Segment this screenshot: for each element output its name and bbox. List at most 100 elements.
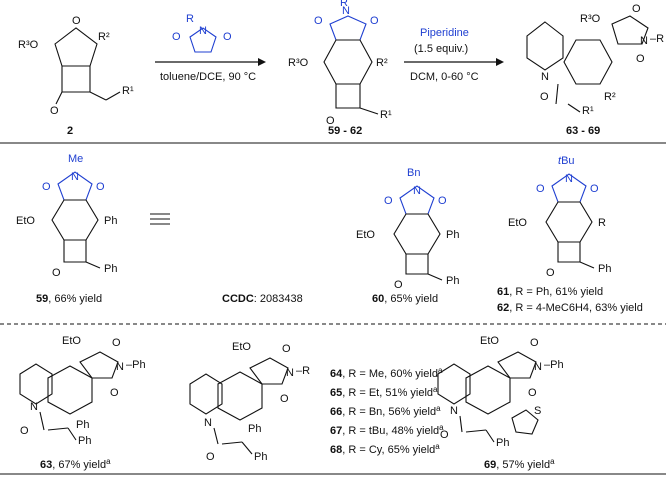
svg-text:–Ph: –Ph — [126, 359, 146, 371]
conditions-1: toluene/DCE, 90 °C — [160, 71, 256, 83]
c62-label: 62 — [497, 302, 509, 314]
ccdc-prefix: CCDC — [222, 293, 254, 305]
c61-label: 61 — [497, 286, 509, 298]
list-item-footnote: a — [439, 423, 444, 432]
svg-text:O: O — [536, 183, 545, 195]
svg-text:O: O — [440, 429, 449, 441]
svg-text:R²: R² — [98, 31, 110, 43]
c63-footnote: a — [106, 457, 111, 466]
list-item-66: 66, R = Bn, 56% yielda — [330, 404, 441, 419]
compound-69-structure: EtO O N –Ph O N O Ph S — [437, 335, 564, 449]
list-item-footnote: a — [433, 385, 438, 394]
svg-text:R: R — [340, 0, 348, 9]
svg-text:N: N — [30, 401, 38, 413]
list-item-64: 64, R = Me, 60% yielda — [330, 366, 443, 381]
compound-64-68-structure: EtO O N –R O N O Ph Ph — [189, 341, 310, 463]
intermediate-label: 59 - 62 — [328, 125, 362, 137]
svg-text:O: O — [96, 181, 105, 193]
svg-text:N: N — [286, 367, 294, 379]
svg-text:O: O — [540, 91, 549, 103]
c59-yield: , 66% yield — [48, 293, 102, 305]
svg-text:Ph: Ph — [598, 263, 611, 275]
svg-text:O: O — [50, 105, 59, 117]
svg-text:R¹: R¹ — [122, 85, 134, 97]
svg-text:O: O — [632, 3, 641, 15]
product-structure: N R³O O N –R O R² O R¹ — [526, 3, 664, 117]
svg-text:R³O: R³O — [18, 39, 39, 51]
compound-61-62-structure: tBu N O O EtO R O Ph — [508, 155, 611, 279]
svg-text:R¹: R¹ — [582, 105, 594, 117]
list-item-label: 67 — [330, 425, 342, 437]
c63-label: 63 — [40, 459, 52, 471]
svg-text:O: O — [370, 15, 379, 27]
svg-text:O: O — [528, 387, 537, 399]
svg-text:N: N — [71, 171, 79, 183]
list-item-68: 68, R = Cy, 65% yielda — [330, 442, 440, 457]
svg-text:–Ph: –Ph — [544, 359, 564, 371]
svg-text:O: O — [438, 195, 447, 207]
svg-text:N: N — [116, 361, 124, 373]
c62-text: , R = 4-MeC6H4, 63% yield — [509, 302, 643, 314]
svg-text:O: O — [110, 387, 119, 399]
svg-text:Ph: Ph — [446, 275, 459, 287]
compound-2-label: 2 — [67, 125, 73, 137]
list-item-footnote: a — [435, 442, 440, 451]
list-item-text: , R = Et, 51% yield — [342, 387, 433, 399]
list-item-footnote: a — [436, 404, 441, 413]
svg-text:N: N — [413, 185, 421, 197]
svg-text:R³O: R³O — [288, 57, 309, 69]
svg-text:N: N — [204, 417, 212, 429]
svg-text:O: O — [636, 53, 645, 65]
intermediate-structure: N R O O R³O R² O R¹ — [288, 0, 392, 127]
c69-footnote: a — [550, 457, 555, 466]
svg-text:N: N — [342, 5, 350, 17]
list-item-text: , R = Bn, 56% yield — [342, 406, 436, 418]
conditions-2: DCM, 0-60 °C — [410, 71, 479, 83]
svg-text:Ph: Ph — [254, 451, 267, 463]
svg-text:tBu: tBu — [558, 155, 575, 167]
svg-text:O: O — [384, 195, 393, 207]
list-item-67: 67, R = tBu, 48% yielda — [330, 423, 444, 438]
svg-text:EtO: EtO — [232, 341, 251, 353]
equivalence-symbol — [150, 213, 170, 225]
svg-text:N: N — [534, 361, 542, 373]
c69-caption: 69, 57% yielda — [484, 457, 555, 472]
svg-text:EtO: EtO — [62, 335, 81, 347]
list-item-65: 65, R = Et, 51% yielda — [330, 385, 438, 400]
c60-caption: 60, 65% yield — [372, 293, 438, 305]
c60-yield: , 65% yield — [384, 293, 438, 305]
svg-text:O: O — [206, 451, 215, 463]
compound-63-structure: EtO O N –Ph O N O Ph Ph — [19, 335, 146, 447]
ccdc-caption: CCDC: 2083438 — [222, 293, 303, 305]
svg-text:O: O — [20, 425, 29, 437]
arrow-head-2 — [496, 58, 504, 66]
svg-text:EtO: EtO — [16, 215, 35, 227]
list-item-footnote: a — [438, 366, 443, 375]
svg-text:O: O — [590, 183, 599, 195]
svg-text:Bn: Bn — [407, 167, 420, 179]
svg-text:EtO: EtO — [508, 217, 527, 229]
svg-text:R: R — [186, 13, 194, 25]
svg-text:N: N — [565, 173, 573, 185]
svg-text:Ph: Ph — [78, 435, 91, 447]
list-item-text: , R = tBu, 48% yield — [342, 425, 439, 437]
list-item-label: 66 — [330, 406, 342, 418]
list-item-label: 65 — [330, 387, 342, 399]
c63-yield: , 67% yield — [52, 459, 106, 471]
c61-caption: 61, R = Ph, 61% yield — [497, 286, 603, 298]
svg-text:Ph: Ph — [104, 263, 117, 275]
svg-text:EtO: EtO — [480, 335, 499, 347]
svg-text:O: O — [223, 31, 232, 43]
c62-caption: 62, R = 4-MeC6H4, 63% yield — [497, 302, 643, 314]
svg-text:O: O — [52, 267, 61, 279]
svg-text:Ph: Ph — [496, 437, 509, 449]
svg-text:EtO: EtO — [356, 229, 375, 241]
svg-text:Ph: Ph — [76, 419, 89, 431]
list-item-label: 64 — [330, 368, 343, 380]
maleimide-reagent: R N O O — [172, 13, 232, 53]
svg-text:O: O — [280, 393, 289, 405]
svg-text:O: O — [530, 337, 539, 349]
ccdc-number: : 2083438 — [254, 293, 303, 305]
compound-60-structure: Bn N O O EtO Ph O Ph — [356, 167, 459, 291]
svg-text:–R: –R — [296, 365, 310, 377]
